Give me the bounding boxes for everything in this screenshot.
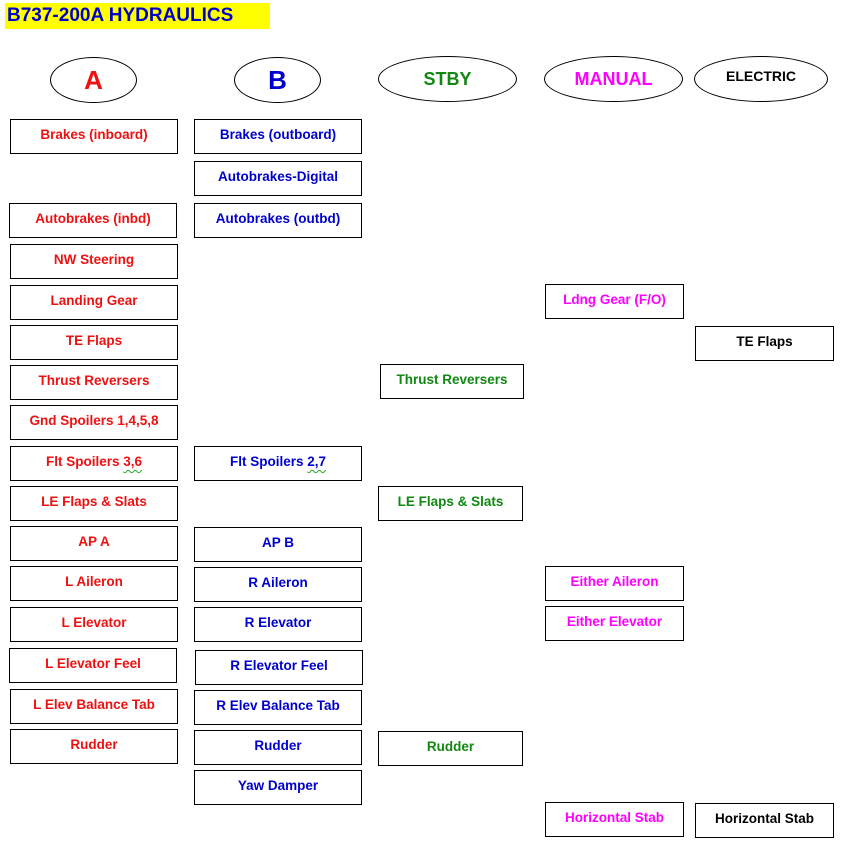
b-flt-spoilers: Flt Spoilers 2,7 <box>194 446 362 481</box>
a-flt-spoilers-label: Flt Spoilers <box>45 454 124 469</box>
header-electric: ELECTRIC <box>694 56 828 102</box>
a-nw-steering: NW Steering <box>10 244 178 279</box>
a-autobrakes: Autobrakes (inbd) <box>9 203 177 238</box>
b-brakes: Brakes (outboard) <box>194 119 362 154</box>
a-elevator-feel: L Elevator Feel <box>9 648 177 683</box>
b-elevator-feel: R Elevator Feel <box>195 650 363 685</box>
header-a: A <box>50 57 137 103</box>
b-autopilot: AP B <box>194 527 362 562</box>
stby-thrust-reversers: Thrust Reversers <box>380 364 524 399</box>
a-autopilot: AP A <box>10 526 178 561</box>
a-le-flaps: LE Flaps & Slats <box>10 486 178 521</box>
b-aileron: R Aileron <box>194 567 362 602</box>
b-elevator: R Elevator <box>194 607 362 642</box>
electric-te-flaps: TE Flaps <box>695 326 834 361</box>
stby-rudder: Rudder <box>378 731 523 766</box>
a-elevator: L Elevator <box>10 607 178 642</box>
a-te-flaps: TE Flaps <box>10 325 178 360</box>
manual-aileron: Either Aileron <box>545 566 684 601</box>
b-flt-spoilers-label: Flt Spoilers <box>229 454 308 469</box>
header-b: B <box>234 57 321 103</box>
a-aileron: L Aileron <box>10 566 178 601</box>
a-rudder: Rudder <box>10 729 178 764</box>
header-manual: MANUAL <box>544 56 683 102</box>
b-rudder: Rudder <box>194 730 362 765</box>
a-flt-spoilers-numbers: 3,6 <box>123 454 143 469</box>
manual-horizontal-stab: Horizontal Stab <box>545 802 684 837</box>
b-autobrakes-digital: Autobrakes-Digital <box>194 161 362 196</box>
a-elev-balance-tab: L Elev Balance Tab <box>10 689 178 724</box>
electric-horizontal-stab: Horizontal Stab <box>695 803 834 838</box>
manual-elevator: Either Elevator <box>545 606 684 641</box>
manual-landing-gear: Ldng Gear (F/O) <box>545 284 684 319</box>
b-autobrakes: Autobrakes (outbd) <box>194 203 362 238</box>
a-landing-gear: Landing Gear <box>10 285 178 320</box>
page-title: B737-200A HYDRAULICS <box>5 3 270 29</box>
b-yaw-damper: Yaw Damper <box>194 770 362 805</box>
b-elev-balance-tab: R Elev Balance Tab <box>194 690 362 725</box>
a-gnd-spoilers: Gnd Spoilers 1,4,5,8 <box>10 405 178 440</box>
a-gnd-spoilers-label: Gnd Spoilers 1,4,5,8 <box>29 413 159 428</box>
b-flt-spoilers-numbers: 2,7 <box>307 454 327 469</box>
a-flt-spoilers: Flt Spoilers 3,6 <box>10 446 178 481</box>
stby-le-flaps: LE Flaps & Slats <box>378 486 523 521</box>
a-thrust-reversers: Thrust Reversers <box>10 365 178 400</box>
a-brakes: Brakes (inboard) <box>10 119 178 154</box>
header-stby: STBY <box>378 56 517 102</box>
